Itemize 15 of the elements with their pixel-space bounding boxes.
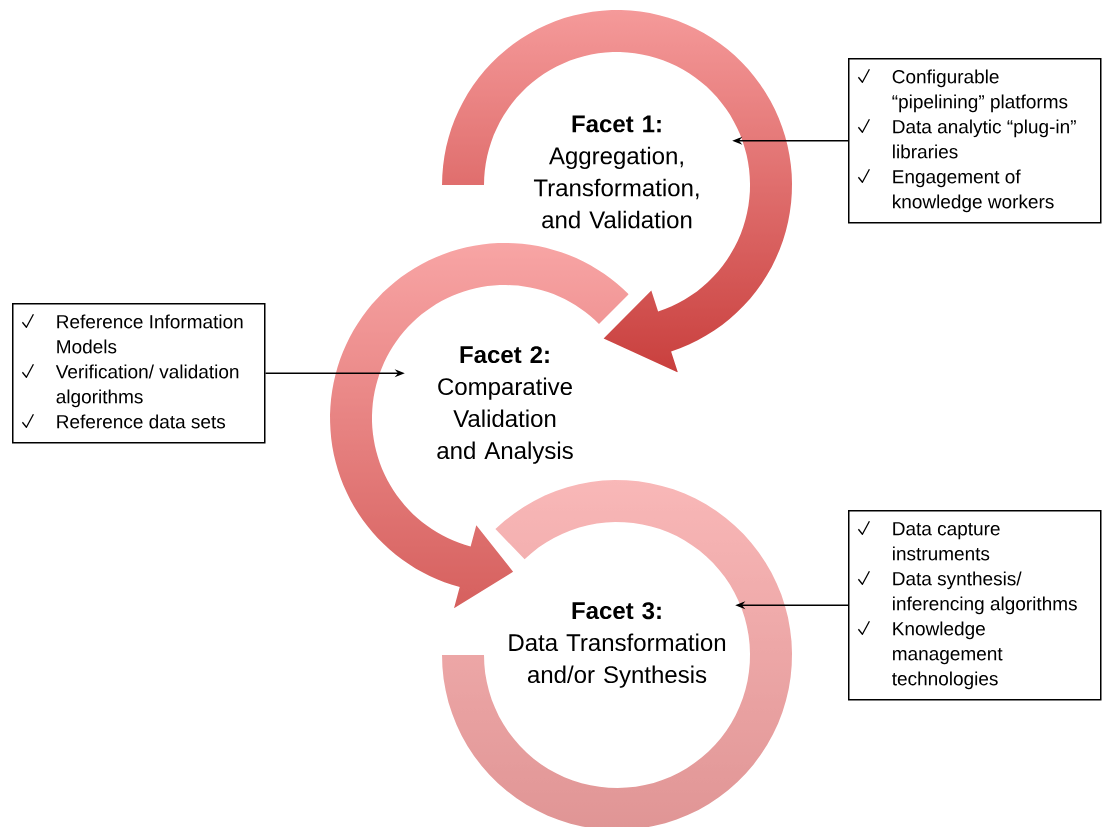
list-item: Reference data sets bbox=[57, 414, 226, 429]
list-item: Configurable “pipelining” platforms bbox=[892, 69, 1068, 113]
list-item: Reference Information Models bbox=[57, 314, 243, 354]
facet-label: Facet 3: Data Transformation and/or Synthesis bbox=[509, 602, 726, 688]
checklist-box bbox=[848, 58, 1102, 224]
list-item: Data capture instruments bbox=[893, 522, 1000, 561]
list-item: Verification/ validation algorithms bbox=[55, 364, 239, 408]
checklist-box bbox=[848, 510, 1102, 701]
facet-label: Facet 1: Aggregation, Transformation, and Validation bbox=[533, 115, 699, 229]
list-item: Data synthesis/ inferencing algorithms bbox=[893, 571, 1077, 615]
list-item: Engagement of knowledge workers bbox=[893, 169, 1054, 213]
checklist-box bbox=[12, 303, 266, 444]
list-item: Knowledge management technologies bbox=[892, 621, 1003, 690]
list-item: Data analytic “plug-in” libraries bbox=[893, 119, 1076, 159]
facet-label: Facet 2: Comparative Validation and Analysis bbox=[437, 346, 573, 464]
